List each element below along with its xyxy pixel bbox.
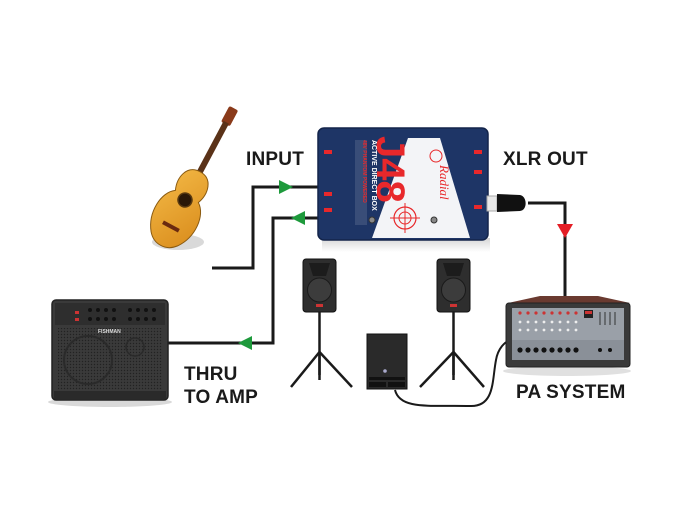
- thru-arrow-left-icon: [291, 211, 305, 225]
- pa-mixer: [503, 296, 631, 376]
- xlr-out-label: XLR OUT: [503, 149, 588, 170]
- box-brand-text: Radial: [437, 164, 452, 200]
- input-label: INPUT: [246, 149, 304, 170]
- xlr-arrow-down-icon: [557, 224, 573, 238]
- acoustic-amp: FISHMAN: [48, 299, 172, 407]
- subwoofer: [366, 333, 408, 390]
- direct-box: [317, 127, 490, 252]
- amp-brand-text: FISHMAN: [98, 329, 121, 335]
- xlr-plug: [486, 194, 526, 212]
- amp-arrow-left-icon: [238, 336, 252, 350]
- box-tagline-text: 48V PHANTOM POWERED: [361, 140, 367, 203]
- box-model-text: J48: [368, 136, 412, 203]
- input-arrow-right-icon: [279, 180, 293, 194]
- input-cable: [212, 185, 320, 270]
- right-speaker: [419, 258, 485, 388]
- pa-system-label: PA SYSTEM: [516, 382, 626, 403]
- xlr-cable: [528, 201, 567, 297]
- box-subtitle-text: ACTIVE DIRECT BOX: [370, 140, 377, 211]
- left-speaker-stand: [290, 312, 353, 388]
- left-speaker: [290, 258, 353, 388]
- thru-label: THRU: [184, 364, 238, 385]
- sub-cable: [394, 339, 511, 408]
- right-speaker-stand: [419, 312, 485, 388]
- acoustic-guitar: [150, 106, 238, 250]
- to-amp-label: TO AMP: [184, 387, 259, 408]
